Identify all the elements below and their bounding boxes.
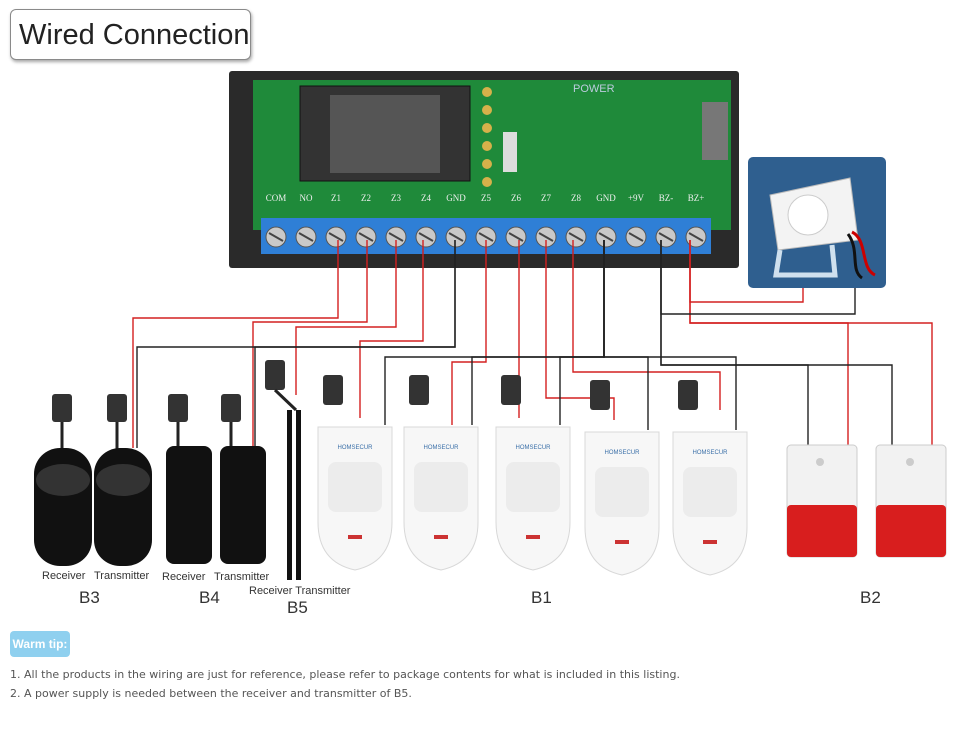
pir-brand-label: HOMSECUR [337, 445, 373, 451]
pir-led [615, 540, 629, 544]
terminal-label: GND [446, 193, 466, 203]
strobe-sirens-b2 [786, 444, 947, 558]
group-label-b5: B5 [287, 598, 308, 617]
b4-transmitter-label: Transmitter [214, 571, 270, 583]
pir-bracket [409, 375, 429, 405]
terminal-label: NO [300, 193, 313, 203]
terminal-label: GND [596, 193, 616, 203]
pir-lens [328, 462, 382, 512]
group-label-b4: B4 [199, 588, 220, 607]
terminal-screw-slot [358, 232, 374, 242]
terminal-screw-slot [658, 232, 674, 242]
pir-lens [506, 462, 560, 512]
page-title: Wired Connection [19, 19, 250, 51]
terminal-screw-slot [508, 232, 524, 242]
terminal-screw-slot [418, 232, 434, 242]
terminal-label: Z4 [421, 193, 431, 203]
tip-note-2: 2. A power supply is needed between the … [10, 687, 412, 700]
pir-lens [414, 462, 468, 512]
terminal-label: Z8 [571, 193, 581, 203]
pir-lens [595, 467, 649, 517]
beam-detector-b5 [265, 360, 301, 580]
terminal-screw-slot [628, 232, 644, 242]
terminal-screw-slot [328, 232, 344, 242]
b5-label-parts: Receiver Transmitter [249, 585, 351, 597]
pir-brand-label: HOMSECUR [604, 450, 640, 456]
pir-led [348, 535, 362, 539]
terminal-label: Z3 [391, 193, 401, 203]
pir-bracket [590, 380, 610, 410]
group-label-b1: B1 [531, 588, 552, 607]
pir-bracket [323, 375, 343, 405]
pir-led [526, 535, 540, 539]
b3-transmitter-label: Transmitter [94, 570, 150, 582]
pir-brand-label: HOMSECUR [515, 445, 551, 451]
control-board: POWER COM NO Z1 Z2 Z3 Z4 GND Z5 Z6 Z7 Z8 GND +9V BZ- B… [229, 71, 739, 268]
terminal-screw-slot [688, 232, 704, 242]
pir-lens [683, 467, 737, 517]
pir-bracket [501, 375, 521, 405]
b3-receiver-label: Receiver [42, 570, 86, 582]
terminal-screw-slot [598, 232, 614, 242]
terminal-label: BZ- [659, 193, 674, 203]
terminal-label: Z6 [511, 193, 521, 203]
terminal-label: Z1 [331, 193, 341, 203]
terminal-screw-slot [388, 232, 404, 242]
pir-led [434, 535, 448, 539]
terminal-label: COM [266, 193, 287, 203]
pir-brand-label: HOMSECUR [423, 445, 459, 451]
group-label-b2: B2 [860, 588, 881, 607]
tip-note-1: 1. All the products in the wiring are ju… [10, 668, 680, 681]
pir-detectors-b1: HOMSECUR HOMSECUR HOMSECUR HOMSECUR HOMSECUR [317, 375, 748, 576]
terminal-label: Z2 [361, 193, 371, 203]
terminal-label: BZ+ [688, 193, 705, 203]
beam-detector-b4 [166, 394, 266, 564]
warm-tip-badge: Warm tip: [10, 631, 70, 657]
terminal-screw-slot [478, 232, 494, 242]
beam-detector-b3 [34, 394, 152, 566]
pir-brand-label: HOMSECUR [692, 450, 728, 456]
power-label: POWER [573, 83, 615, 95]
pir-led [703, 540, 717, 544]
group-label-b3: B3 [79, 588, 100, 607]
terminal-screw-slot [298, 232, 314, 242]
terminal-label: Z7 [541, 193, 551, 203]
pir-bracket [678, 380, 698, 410]
terminal-label: +9V [628, 193, 645, 203]
title-box: Wired Connection [10, 9, 251, 60]
b4-receiver-label: Receiver [162, 571, 206, 583]
terminal-label: Z5 [481, 193, 491, 203]
terminal-screw-slot [538, 232, 554, 242]
terminal-screw-slot [268, 232, 284, 242]
siren-module [748, 157, 886, 288]
terminal-screw-slot [568, 232, 584, 242]
terminal-screw-slot [448, 232, 464, 242]
wires [132, 240, 933, 448]
